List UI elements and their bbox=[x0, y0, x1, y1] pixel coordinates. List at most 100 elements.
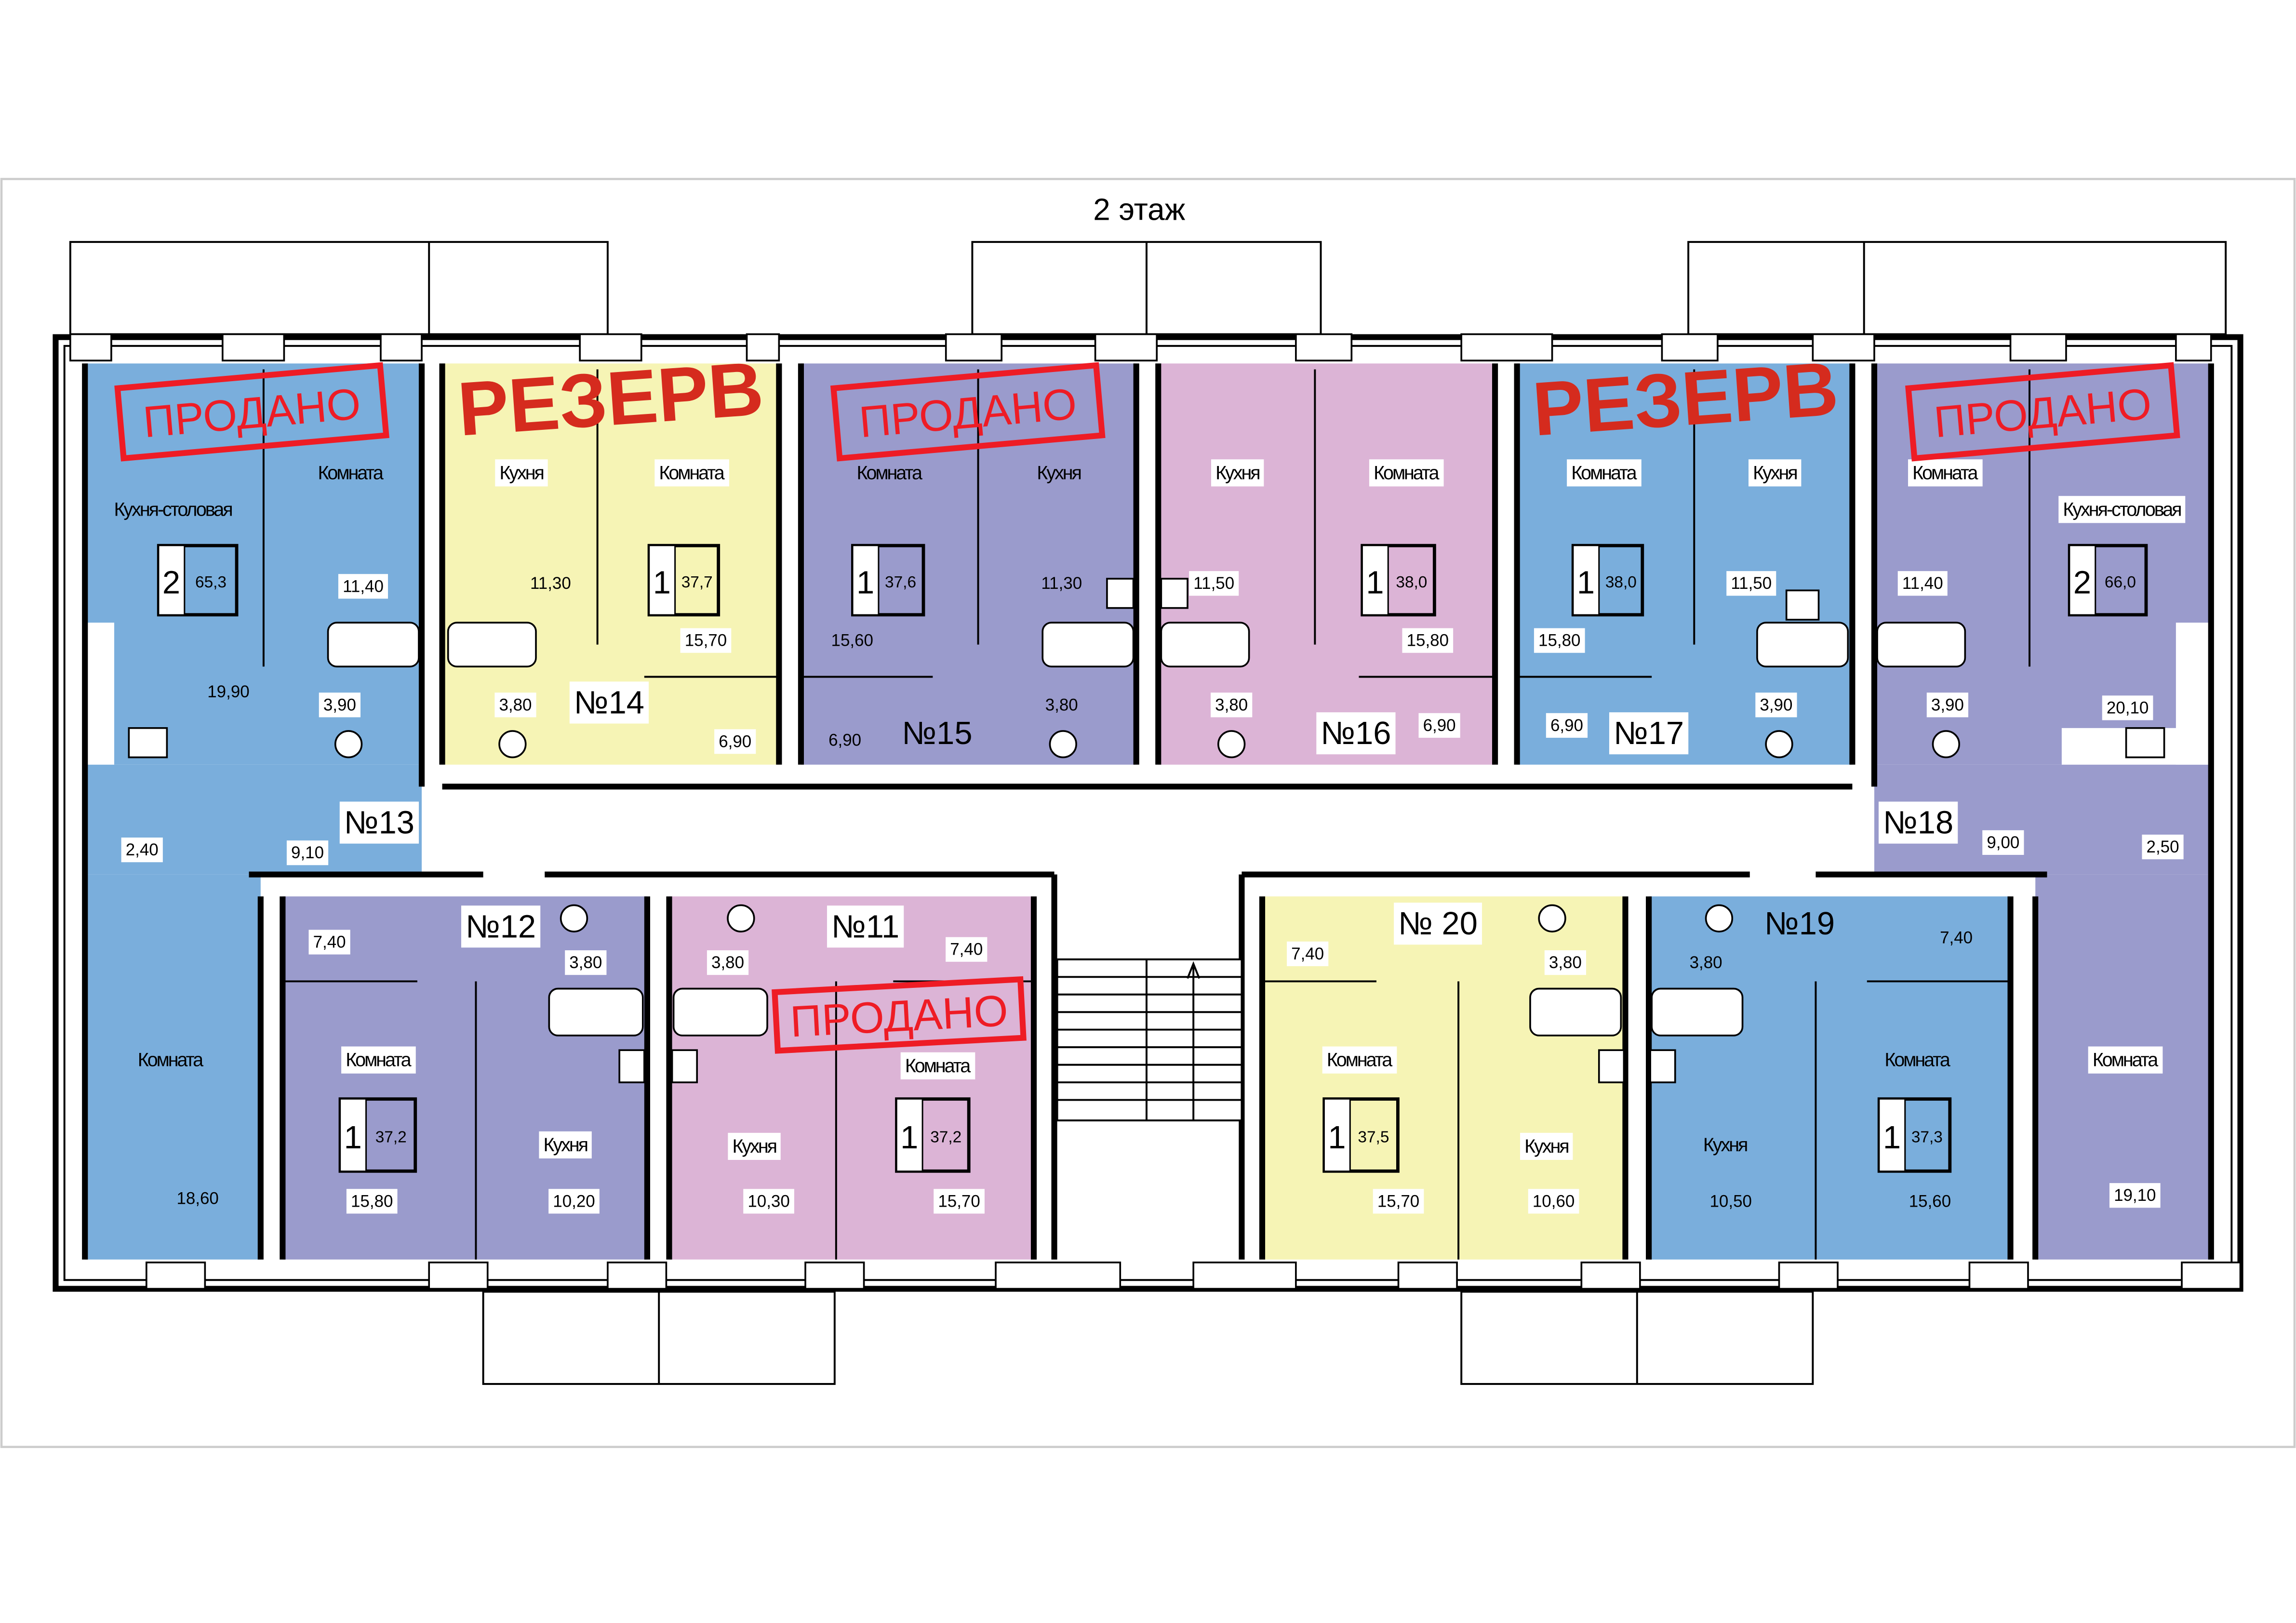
label-background bbox=[339, 801, 419, 844]
bathtub-icon bbox=[1529, 987, 1622, 1037]
apartment-number: №11 bbox=[831, 908, 899, 945]
room-label: Комната bbox=[1327, 1050, 1392, 1071]
room-area: 7,40 bbox=[1291, 945, 1324, 963]
label-background bbox=[1546, 713, 1588, 738]
room-label: Комната bbox=[905, 1055, 971, 1077]
label-background bbox=[346, 1189, 398, 1214]
label-background bbox=[2058, 496, 2186, 523]
toilet-icon bbox=[498, 730, 527, 758]
label-background bbox=[1544, 950, 1587, 975]
room-label: Комната bbox=[857, 462, 922, 483]
apartment-14[interactable]: Кухня Комната 1 37,7 11,30 15,70 3,80 6,… bbox=[494, 459, 756, 754]
label-background bbox=[548, 1189, 600, 1214]
label-background bbox=[1373, 1189, 1424, 1214]
windows bbox=[69, 333, 2242, 1290]
label-background bbox=[1878, 801, 1958, 844]
room-area: 3,90 bbox=[323, 695, 356, 714]
apartment-16-area[interactable] bbox=[1158, 363, 1495, 765]
toilet-icon bbox=[1765, 730, 1793, 758]
room-label: Кухня bbox=[1703, 1134, 1747, 1156]
room-area: 11,40 bbox=[343, 577, 384, 596]
apartment-number: №17 bbox=[1614, 715, 1684, 751]
room-label: Кухня bbox=[544, 1134, 587, 1156]
room-area: 3,80 bbox=[1045, 695, 1078, 714]
room-label: Кухня bbox=[1037, 462, 1081, 483]
apartment-19[interactable]: Кухня Комната 1 37,3 10,50 15,60 3,80 7,… bbox=[1690, 905, 1973, 1211]
apartment-15[interactable]: Комната Кухня 1 37,6 15,60 11,30 3,80 6,… bbox=[828, 462, 1082, 751]
bathtub-icon bbox=[327, 622, 420, 668]
label-background bbox=[338, 574, 388, 599]
apartment-13-area[interactable] bbox=[85, 363, 422, 1260]
label-background bbox=[2102, 695, 2153, 720]
label-background bbox=[707, 950, 749, 975]
label-background bbox=[1418, 713, 1460, 738]
label-background bbox=[1394, 903, 1482, 945]
rooms-count: 1 bbox=[900, 1119, 918, 1156]
apartment-16[interactable]: Кухня Комната 1 38,0 11,50 15,80 3,80 6,… bbox=[1189, 459, 1460, 755]
label-background bbox=[308, 930, 350, 955]
room-label: Кухня bbox=[1753, 462, 1797, 483]
label-background bbox=[286, 840, 329, 865]
apartment-11[interactable]: Кухня Комната 1 37,2 10,30 15,70 3,80 7,… bbox=[707, 905, 988, 1214]
total-area: 66,0 bbox=[2105, 573, 2136, 591]
room-area: 15,60 bbox=[831, 631, 873, 650]
bathtub-icon bbox=[1756, 622, 1849, 668]
room-area: 3,90 bbox=[1760, 695, 1792, 714]
label-background bbox=[654, 459, 729, 487]
room-label: Кухня-столовая bbox=[2063, 499, 2181, 520]
label-background bbox=[2109, 1183, 2161, 1208]
label-background bbox=[1908, 459, 1983, 487]
room-label: Комната bbox=[346, 1050, 411, 1071]
apartment-number: №16 bbox=[1321, 715, 1391, 751]
room-label: Кухня bbox=[499, 462, 543, 483]
area-badge: 1 37,2 bbox=[338, 1097, 417, 1173]
label-background bbox=[714, 729, 756, 754]
label-background bbox=[1567, 459, 1642, 487]
label-background bbox=[1609, 712, 1689, 755]
label-background bbox=[461, 905, 541, 948]
bathtub-icon bbox=[1876, 622, 1966, 668]
label-background bbox=[1316, 712, 1396, 755]
rooms-count: 1 bbox=[1883, 1119, 1901, 1156]
label-background bbox=[1287, 941, 1329, 966]
room-area: 20,10 bbox=[2107, 698, 2149, 717]
room-area: 15,60 bbox=[1909, 1192, 1951, 1211]
apartment-number: №12 bbox=[466, 908, 536, 945]
label-background bbox=[1534, 628, 1585, 653]
apartment-20[interactable]: Комната Кухня 1 37,5 15,70 10,60 3,80 7,… bbox=[1287, 903, 1587, 1214]
toilet-icon bbox=[727, 904, 755, 932]
room-label: Комната bbox=[2093, 1050, 2158, 1071]
room-area: 9,10 bbox=[291, 843, 324, 862]
bathtub-icon bbox=[1041, 622, 1135, 668]
sink-icon bbox=[1106, 578, 1135, 609]
label-background bbox=[1402, 628, 1454, 653]
rooms-count: 1 bbox=[856, 564, 874, 600]
bathtub-icon bbox=[548, 987, 644, 1037]
apartment-17[interactable]: Комната Кухня 1 38,0 15,80 11,50 3,90 6,… bbox=[1534, 459, 1802, 755]
apartment-19-area[interactable] bbox=[1649, 896, 2011, 1260]
sink-icon bbox=[128, 727, 168, 758]
sink-icon bbox=[671, 1049, 698, 1083]
rooms-count: 1 bbox=[1328, 1119, 1346, 1156]
label-background bbox=[539, 1131, 592, 1158]
room-label: Комната bbox=[138, 1050, 203, 1071]
total-area: 37,3 bbox=[1911, 1129, 1943, 1146]
total-area: 38,0 bbox=[1605, 573, 1637, 591]
area-badge: 1 37,7 bbox=[647, 544, 721, 617]
toilet-icon bbox=[1705, 904, 1734, 932]
room-area: 6,90 bbox=[828, 731, 861, 749]
room-area: 3,80 bbox=[1690, 953, 1722, 972]
rooms-count: 2 bbox=[162, 564, 180, 600]
room-area: 15,80 bbox=[1538, 631, 1580, 650]
total-area: 37,2 bbox=[375, 1129, 407, 1146]
apartment-18[interactable]: Комната Кухня-столовая Комната 2 66,0 11… bbox=[1878, 459, 2186, 1208]
label-background bbox=[2142, 834, 2184, 860]
room-area: 15,70 bbox=[938, 1192, 980, 1211]
room-area: 10,50 bbox=[1710, 1192, 1752, 1211]
area-badge: 1 37,6 bbox=[851, 544, 925, 617]
room-area: 9,00 bbox=[1987, 833, 2019, 852]
apartment-number: №14 bbox=[574, 684, 644, 720]
apartment-12[interactable]: Комната Кухня 1 37,2 15,80 10,20 3,80 7,… bbox=[308, 905, 607, 1214]
apartment-13[interactable]: Кухня-столовая Комната Комната 2 65,3 19… bbox=[114, 462, 419, 1208]
